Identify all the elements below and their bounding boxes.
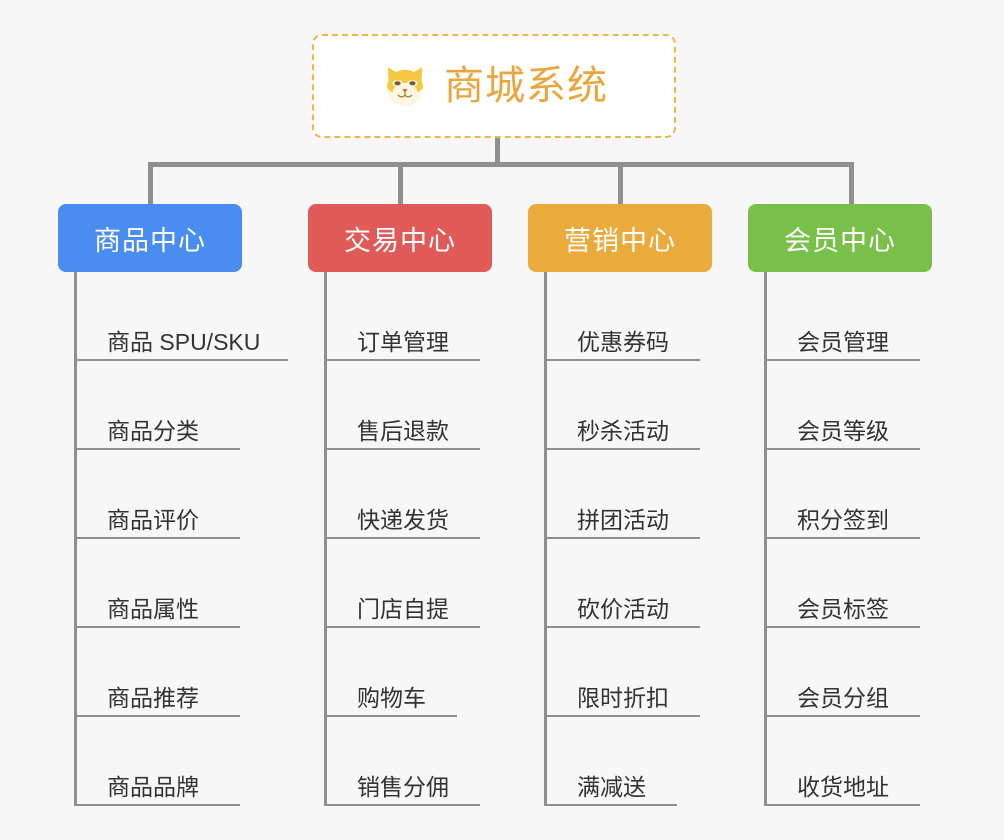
leaf-underline xyxy=(544,626,700,628)
category-box-marketing-center[interactable]: 营销中心 xyxy=(528,204,712,272)
leaf-underline xyxy=(764,626,920,628)
list-item[interactable]: 会员分组 xyxy=(764,628,932,717)
leaf-list-marketing-center: 优惠券码 秒杀活动 拼团活动 砍价活动 限时折扣 满减送 xyxy=(544,272,712,806)
list-item[interactable]: 销售分佣 xyxy=(324,717,492,806)
leaf-underline xyxy=(74,626,240,628)
leaf-underline xyxy=(74,804,240,806)
leaf-label: 砍价活动 xyxy=(577,595,669,622)
connector-drop-trade xyxy=(398,162,403,206)
leaf-label: 积分签到 xyxy=(797,506,889,533)
leaf-underline xyxy=(74,359,288,361)
leaf-label: 购物车 xyxy=(357,684,426,711)
list-item[interactable]: 商品属性 xyxy=(74,539,242,628)
list-item[interactable]: 购物车 xyxy=(324,628,492,717)
list-item[interactable]: 会员等级 xyxy=(764,361,932,450)
connector-root-stem xyxy=(495,138,500,164)
category-box-member-center[interactable]: 会员中心 xyxy=(748,204,932,272)
leaf-label: 会员标签 xyxy=(797,595,889,622)
leaf-label: 满减送 xyxy=(577,773,646,800)
leaf-underline xyxy=(544,537,700,539)
leaf-label: 商品属性 xyxy=(107,595,199,622)
list-item[interactable]: 收货地址 xyxy=(764,717,932,806)
leaf-label: 会员管理 xyxy=(797,328,889,355)
leaf-underline xyxy=(544,715,700,717)
category-box-trade-center[interactable]: 交易中心 xyxy=(308,204,492,272)
leaf-label: 会员分组 xyxy=(797,684,889,711)
list-item[interactable]: 快递发货 xyxy=(324,450,492,539)
list-item[interactable]: 会员管理 xyxy=(764,272,932,361)
leaf-underline xyxy=(764,715,920,717)
connector-drop-member xyxy=(849,162,854,206)
category-label: 营销中心 xyxy=(564,225,676,256)
list-item[interactable]: 商品 SPU/SKU xyxy=(74,272,288,361)
category-label: 商品中心 xyxy=(94,225,206,256)
list-item[interactable]: 优惠券码 xyxy=(544,272,712,361)
leaf-underline xyxy=(74,448,240,450)
branch-member-center: 会员中心 会员管理 会员等级 积分签到 会员标签 会员分组 收货地址 xyxy=(748,204,932,806)
leaf-label: 收货地址 xyxy=(797,773,889,800)
leaf-label: 商品分类 xyxy=(107,417,199,444)
leaf-underline xyxy=(74,715,240,717)
list-item[interactable]: 售后退款 xyxy=(324,361,492,450)
connector-drop-marketing xyxy=(618,162,623,206)
list-item[interactable]: 商品推荐 xyxy=(74,628,242,717)
list-item[interactable]: 限时折扣 xyxy=(544,628,712,717)
leaf-underline xyxy=(764,537,920,539)
list-item[interactable]: 拼团活动 xyxy=(544,450,712,539)
category-label: 会员中心 xyxy=(784,225,896,256)
leaf-underline xyxy=(324,537,480,539)
leaf-label: 商品评价 xyxy=(107,506,199,533)
root-node[interactable]: 商城系统 xyxy=(312,34,676,138)
leaf-underline xyxy=(544,448,700,450)
leaf-underline xyxy=(544,804,677,806)
list-item[interactable]: 秒杀活动 xyxy=(544,361,712,450)
leaf-label: 快递发货 xyxy=(357,506,449,533)
list-item[interactable]: 砍价活动 xyxy=(544,539,712,628)
leaf-underline xyxy=(324,359,480,361)
list-item[interactable]: 积分签到 xyxy=(764,450,932,539)
connector-horizontal-bus xyxy=(148,162,854,167)
branch-trade-center: 交易中心 订单管理 售后退款 快递发货 门店自提 购物车 销售分佣 xyxy=(308,204,492,806)
leaf-underline xyxy=(324,715,457,717)
leaf-underline xyxy=(324,448,480,450)
leaf-underline xyxy=(324,626,480,628)
leaf-list-member-center: 会员管理 会员等级 积分签到 会员标签 会员分组 收货地址 xyxy=(764,272,932,806)
leaf-label: 商品推荐 xyxy=(107,684,199,711)
category-label: 交易中心 xyxy=(344,225,456,256)
leaf-label: 优惠券码 xyxy=(577,328,669,355)
branch-product-center: 商品中心 商品 SPU/SKU 商品分类 商品评价 商品属性 商品推荐 商品品牌 xyxy=(58,204,288,806)
list-item[interactable]: 商品分类 xyxy=(74,361,242,450)
list-item[interactable]: 订单管理 xyxy=(324,272,492,361)
leaf-underline xyxy=(764,359,920,361)
leaf-underline xyxy=(764,804,920,806)
category-box-product-center[interactable]: 商品中心 xyxy=(58,204,242,272)
leaf-label: 售后退款 xyxy=(357,417,449,444)
leaf-label: 商品 SPU/SKU xyxy=(107,328,261,355)
leaf-underline xyxy=(544,359,700,361)
leaf-list-trade-center: 订单管理 售后退款 快递发货 门店自提 购物车 销售分佣 xyxy=(324,272,492,806)
list-item[interactable]: 商品评价 xyxy=(74,450,242,539)
leaf-label: 门店自提 xyxy=(357,595,449,622)
leaf-label: 秒杀活动 xyxy=(577,417,669,444)
leaf-label: 商品品牌 xyxy=(107,773,199,800)
leaf-underline xyxy=(764,448,920,450)
leaf-label: 订单管理 xyxy=(357,328,449,355)
leaf-underline xyxy=(324,804,480,806)
leaf-label: 拼团活动 xyxy=(577,506,669,533)
shiba-inu-icon xyxy=(380,61,430,111)
list-item[interactable]: 会员标签 xyxy=(764,539,932,628)
list-item[interactable]: 门店自提 xyxy=(324,539,492,628)
branch-marketing-center: 营销中心 优惠券码 秒杀活动 拼团活动 砍价活动 限时折扣 满减送 xyxy=(528,204,712,806)
leaf-label: 限时折扣 xyxy=(577,684,669,711)
leaf-list-product-center: 商品 SPU/SKU 商品分类 商品评价 商品属性 商品推荐 商品品牌 xyxy=(74,272,288,806)
leaf-label: 会员等级 xyxy=(797,417,889,444)
list-item[interactable]: 满减送 xyxy=(544,717,712,806)
list-item[interactable]: 商品品牌 xyxy=(74,717,242,806)
connector-drop-product xyxy=(148,162,153,206)
leaf-underline xyxy=(74,537,240,539)
page-title: 商城系统 xyxy=(444,64,608,108)
leaf-label: 销售分佣 xyxy=(357,773,449,800)
